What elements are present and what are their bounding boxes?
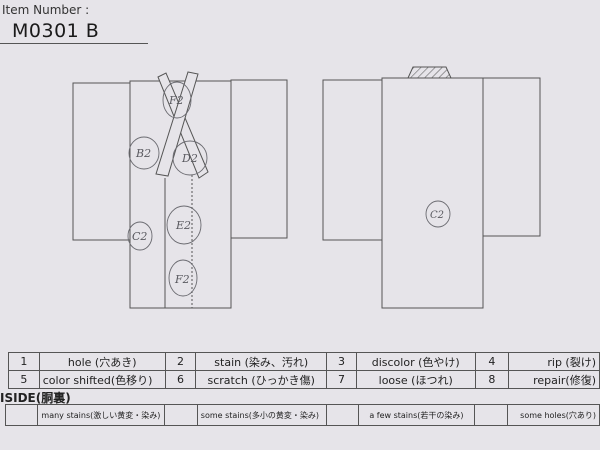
- legend-number: 5: [8, 370, 40, 389]
- back-body: [381, 77, 484, 309]
- mark-text: C2: [430, 210, 444, 221]
- mark-text: B2: [135, 147, 151, 160]
- legend-number: 7: [326, 370, 357, 389]
- back-collar: [407, 66, 452, 79]
- front-right-sleeve: [230, 79, 288, 239]
- legend-label: repair(修復): [508, 370, 600, 389]
- kimono-diagram: F2 B2 D2 C2 E2 F2 C2: [72, 66, 541, 309]
- mark-text: D2: [181, 152, 198, 165]
- inside-option-label: some stains(多小の黄変・染み): [196, 404, 327, 426]
- table-row: 1 hole (穴あき) 2 stain (染み、汚れ) 3 discolor …: [8, 352, 600, 371]
- legend-number: 4: [474, 352, 510, 371]
- inside-condition-table: many stains(激しい黄変・染み) some stains(多小の黄変・…: [4, 404, 600, 426]
- inside-section-label: ISIDE(胴裏): [0, 391, 71, 405]
- item-number-underline: [0, 43, 148, 44]
- legend-number: 8: [474, 370, 510, 389]
- legend-number: 2: [164, 352, 197, 371]
- kimono-back: C2: [322, 66, 541, 309]
- inside-option-label: some holes(穴あり): [507, 404, 600, 426]
- mark-text: F2: [168, 94, 184, 107]
- legend-label: color shifted(色移り): [38, 370, 166, 389]
- front-left-sleeve: [72, 82, 131, 241]
- checkbox-few-stains[interactable]: [325, 404, 360, 426]
- legend-number: 1: [8, 352, 40, 371]
- legend-label: scratch (ひっかき傷): [195, 370, 328, 389]
- collar-left: [155, 71, 199, 177]
- checkbox-some-holes[interactable]: [473, 404, 509, 426]
- mark-text: F2: [174, 273, 190, 286]
- inside-option-label: many stains(激しい黄変・染み): [37, 404, 166, 426]
- legend-number: 3: [326, 352, 357, 371]
- item-number-label: Item Number :: [2, 3, 90, 17]
- table-row: 5 color shifted(色移り) 6 scratch (ひっかき傷) 7…: [8, 370, 600, 389]
- legend-label: loose (ほつれ): [355, 370, 476, 389]
- checkbox-some-stains[interactable]: [164, 404, 198, 426]
- legend-number: 6: [164, 370, 197, 389]
- legend-label: discolor (色やけ): [355, 352, 476, 371]
- pencil-marks: [127, 81, 208, 297]
- table-row: many stains(激しい黄変・染み) some stains(多小の黄変・…: [4, 404, 600, 426]
- mark-text: C2: [132, 230, 147, 243]
- legend-label: hole (穴あき): [38, 352, 166, 371]
- back-left-sleeve: [322, 79, 383, 241]
- inside-option-label: a few stains(若干の染み): [358, 404, 475, 426]
- checkbox-many-stains[interactable]: [4, 404, 39, 426]
- legend-label: stain (染み、汚れ): [195, 352, 328, 371]
- kimono-front: F2 B2 D2 C2 E2 F2: [72, 71, 288, 309]
- mark-text: E2: [175, 219, 191, 232]
- item-number-value: M0301 B: [12, 20, 100, 42]
- back-right-sleeve: [482, 77, 541, 237]
- legend-label: rip (裂け): [508, 352, 600, 371]
- damage-legend-table: 1 hole (穴あき) 2 stain (染み、汚れ) 3 discolor …: [8, 352, 600, 389]
